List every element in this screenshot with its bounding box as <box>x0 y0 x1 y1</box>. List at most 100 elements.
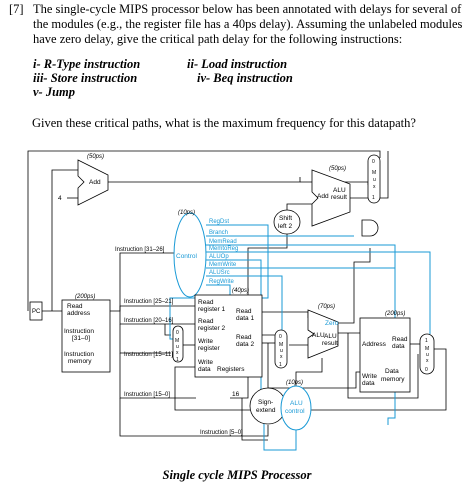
control-signal-regdst: RegDst <box>209 219 229 225</box>
control-delay: (10ps) <box>178 210 195 216</box>
followup-question: Given these critical paths, what is the … <box>32 116 416 130</box>
instruction-item: iii- Store instruction <box>33 71 138 85</box>
field-15-0: Instruction [15–0] <box>124 392 170 398</box>
dm-title-2: memory <box>381 376 405 383</box>
wire <box>108 177 301 183</box>
const-4: 4 <box>58 195 62 202</box>
register-file: Read register 1 Read register 2 Write re… <box>194 288 263 378</box>
control-wire <box>206 251 431 334</box>
control-wire <box>206 275 283 340</box>
dm-read-sub: data <box>392 343 405 350</box>
wire <box>380 151 389 199</box>
reg-read1-sub: register 1 <box>198 306 225 313</box>
reg-title: Registers <box>217 366 245 373</box>
wire <box>286 203 312 210</box>
alu-control-label: ALU <box>290 400 303 407</box>
sign-extend-in-width: 16 <box>232 391 240 398</box>
wire <box>119 398 269 437</box>
wire <box>164 324 171 336</box>
main-alu: ALU ALU result Zero (70ps) <box>307 304 339 359</box>
pc-block: PC <box>29 301 43 321</box>
sign-extend-label: Sign- <box>258 399 273 406</box>
im-read-label: Read <box>67 303 83 310</box>
field-31-26: Instruction [31–26] <box>115 247 165 253</box>
wire <box>241 398 268 441</box>
im-delay: (200ps) <box>75 294 95 300</box>
im-title: Instruction <box>64 351 94 358</box>
pc-adder-label: Add <box>89 179 101 186</box>
mux-letter: M <box>425 346 429 352</box>
alu-zero-label: Zero <box>325 320 339 327</box>
control-wire <box>206 284 231 296</box>
branch-and-gate <box>361 219 379 237</box>
im-address-label: address <box>67 310 91 317</box>
reg-rd2-sub: data 2 <box>236 341 254 348</box>
reg-write-sub: register <box>198 345 221 352</box>
reg-read1-label: Read <box>198 299 214 306</box>
control-wire <box>206 267 396 425</box>
im-title-2: memory <box>68 358 92 365</box>
mux-letter: x <box>373 184 376 190</box>
field-15-11: Instruction [15–11] <box>124 352 173 358</box>
reg-writedata-sub: data <box>198 366 211 373</box>
dm-title: Data <box>385 368 399 375</box>
reg-delay: (40ps) <box>232 288 249 294</box>
im-instruction-label: Instruction <box>64 328 94 335</box>
wire <box>51 169 78 311</box>
memtoreg-mux: 1 M u x 0 <box>419 333 435 375</box>
mux-input-label: 0 <box>425 367 428 373</box>
instruction-field-labels: Instruction [31–26] Instruction [25–21] … <box>115 247 243 436</box>
control-signal-memtoreg: MemtoReg <box>209 246 238 252</box>
pc-adder: Add 4 (50ps) <box>58 154 109 206</box>
control-signal-regwrite: RegWrite <box>209 279 235 285</box>
wire <box>119 305 195 311</box>
reg-rd1-label: Read <box>236 308 252 315</box>
instruction-item: v- Jump <box>33 85 76 99</box>
regdst-mux: 0 M u x 1 <box>172 325 184 363</box>
pc-label: PC <box>32 309 41 315</box>
dm-delay: (200ps) <box>385 311 405 317</box>
wire <box>262 311 309 318</box>
instruction-item: ii- Load instruction <box>187 57 288 71</box>
control-signal-memread: MemRead <box>209 239 237 245</box>
alu-label: ALU <box>312 332 325 339</box>
wire <box>267 343 360 389</box>
sign-extend-sub: extend <box>256 407 276 414</box>
mux-letter: M <box>372 170 376 176</box>
wire <box>110 252 175 312</box>
control-signal-alusrc: ALUSrc <box>209 270 230 276</box>
mux-letter: M <box>279 342 283 348</box>
question-text: The single-cycle MIPS processor below ha… <box>33 2 463 46</box>
wire <box>347 333 419 399</box>
im-bits-label: [31–0] <box>72 335 90 342</box>
alu-result-sub: result <box>322 340 338 347</box>
reg-writedata-label: Write <box>198 359 213 366</box>
mux-input-label: 1 <box>279 362 282 368</box>
control-signal-branch: Branch <box>209 230 228 236</box>
mux-input-label: 0 <box>176 330 179 336</box>
dm-write-sub: data <box>362 380 375 387</box>
mux-letter: u <box>373 177 376 183</box>
mux-letter: x <box>426 358 429 364</box>
data-memory: Address Read data Write data Data memory… <box>359 311 411 393</box>
instruction-item: i- R-Type instruction <box>33 57 141 71</box>
reg-write-label: Write <box>198 338 213 345</box>
mux-input-label: 0 <box>279 334 282 340</box>
alu-control-sub: control <box>285 408 305 415</box>
mux-input-label: 1 <box>372 195 375 201</box>
branch-adder-delay: (50ps) <box>329 166 346 172</box>
mux-letter: x <box>176 350 179 356</box>
control-signal-memwrite: MemWrite <box>209 262 237 268</box>
alusrc-mux: 0 M u x 1 <box>274 329 288 369</box>
alu-control-delay: (10ps) <box>286 380 303 386</box>
pc-adder-delay: (50ps) <box>87 154 104 160</box>
reg-rd1-sub: data 1 <box>236 315 254 322</box>
branch-adder: Add ALU result (50ps) <box>311 166 351 227</box>
control-signal-labels: RegDst Branch MemRead MemtoReg ALUOp Mem… <box>209 219 238 285</box>
control-signal-aluop: ALUOp <box>209 254 229 260</box>
instruction-memory: Read address Instruction [31–0] Instruct… <box>61 294 111 373</box>
alu-delay: (70ps) <box>318 304 335 310</box>
mux-letter: u <box>280 348 283 354</box>
mux-letter: M <box>175 338 179 344</box>
branch-adder-add-label: Add <box>317 193 329 200</box>
